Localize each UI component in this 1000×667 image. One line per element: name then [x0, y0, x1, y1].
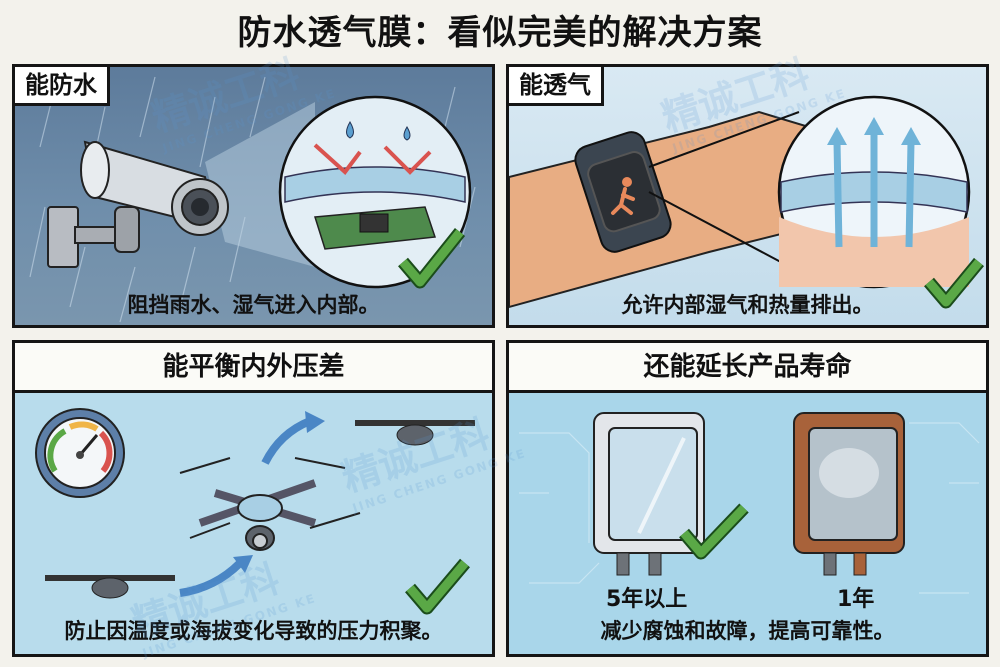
enclosures-illustration	[519, 412, 980, 594]
panel-waterproof: 能防水 阻挡雨水、湿气进入内部。	[12, 64, 495, 328]
panel-breathable: 能透气 允许内部湿气和热量排出。	[506, 64, 989, 328]
panel-pressure: 能平衡内外压差 防止因温度或海拔变化导致的压力积	[12, 340, 495, 657]
lifespan-bad-label: 1年	[837, 587, 875, 612]
security-camera-illustration	[29, 76, 476, 323]
panel-label: 能防水	[15, 67, 110, 106]
smartwatch-illustration	[509, 95, 985, 309]
checkmark-icon	[399, 229, 464, 287]
panel-caption: 减少腐蚀和故障，提高可靠性。	[600, 619, 895, 643]
checkmark-icon	[680, 504, 748, 558]
panel-label: 还能延长产品寿命	[509, 343, 986, 393]
drones-illustration	[35, 408, 475, 615]
panel-caption: 允许内部湿气和热量排出。	[621, 293, 874, 317]
panel-label: 能平衡内外压差	[15, 343, 492, 393]
checkmark-icon	[406, 560, 469, 613]
panel-caption: 防止因温度或海拔变化导致的压力积聚。	[64, 619, 443, 643]
panel-lifespan: 还能延长产品寿命 5年以上 1年 减少腐蚀和故障，提高可靠性。	[506, 340, 989, 657]
checkmark-icon	[925, 259, 983, 307]
panel-label: 能透气	[509, 67, 604, 106]
page-title: 防水透气膜：看似完美的解决方案	[237, 13, 763, 53]
pressure-gauge-icon	[35, 408, 125, 498]
panel-caption: 阻挡雨水、湿气进入内部。	[127, 293, 380, 317]
lifespan-good-label: 5年以上	[606, 587, 688, 612]
